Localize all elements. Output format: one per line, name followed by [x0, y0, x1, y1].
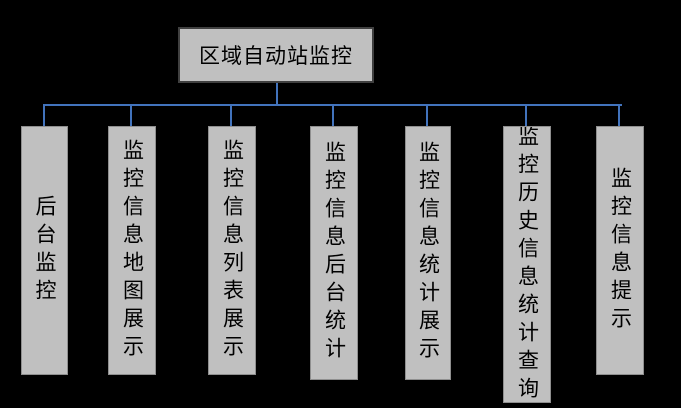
node-root: 区域自动站监控 — [178, 27, 374, 83]
node-statistics-display: 监控信息统计展示 — [405, 126, 451, 380]
node-info-alert-label: 监控信息提示 — [608, 166, 633, 335]
node-root-label: 区域自动站监控 — [199, 44, 353, 68]
connector-drop-backend-statistics — [332, 106, 334, 126]
node-statistics-display-label: 监控信息统计展示 — [416, 141, 441, 365]
node-backend-statistics-label: 监控信息后台统计 — [322, 141, 347, 365]
node-backend-monitoring: 后台监控 — [21, 126, 68, 375]
connector-drop-list-display — [230, 106, 232, 126]
connector-drop-history-statistics-query — [525, 106, 527, 126]
connector-drop-backend-monitoring — [43, 106, 45, 126]
node-history-statistics-query-label: 监控历史信息统计查询 — [515, 126, 540, 403]
node-history-statistics-query: 监控历史信息统计查询 — [503, 126, 551, 403]
node-backend-monitoring-label: 后台监控 — [33, 194, 57, 307]
connector-drop-map-display — [130, 106, 132, 126]
node-info-alert: 监控信息提示 — [596, 126, 644, 375]
node-list-display: 监控信息列表展示 — [208, 126, 256, 375]
node-map-display-label: 监控信息地图展示 — [120, 138, 145, 363]
connector-bus — [43, 104, 622, 106]
connector-root-trunk — [276, 83, 278, 104]
connector-drop-statistics-display — [426, 106, 428, 126]
connector-drop-info-alert — [618, 106, 620, 126]
node-list-display-label: 监控信息列表展示 — [220, 138, 245, 363]
node-map-display: 监控信息地图展示 — [108, 126, 156, 375]
node-backend-statistics: 监控信息后台统计 — [310, 126, 358, 380]
